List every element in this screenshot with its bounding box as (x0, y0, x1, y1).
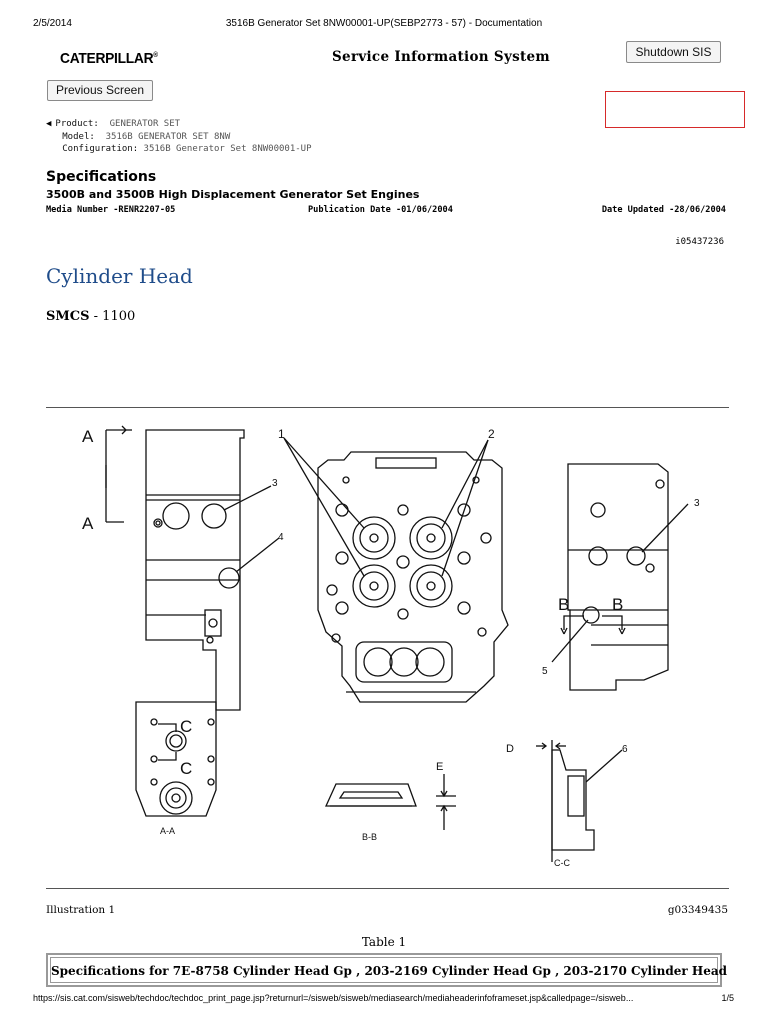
callout-4: 4 (278, 532, 284, 543)
illustration-caption: Illustration 1 (46, 904, 116, 916)
back-arrow-icon[interactable]: ◀ (46, 119, 52, 129)
callout-3b: 3 (694, 498, 700, 509)
label-d: D (506, 743, 514, 755)
callout-5: 5 (542, 666, 548, 677)
spec-table: Specifications for 7E-8758 Cylinder Head… (46, 953, 727, 987)
callout-2: 2 (488, 427, 495, 441)
system-title: Service Information System (332, 49, 551, 65)
label-section-cc: C-C (554, 858, 570, 868)
table-label: Table 1 (361, 935, 407, 949)
publication-date: Publication Date -01/06/2004 (308, 205, 453, 215)
label-e: E (436, 761, 443, 773)
page-title: Cylinder Head (46, 264, 193, 288)
print-header: 2/5/2014 3516B Generator Set 8NW00001-UP… (0, 18, 768, 32)
product-info: ◀Product: GENERATOR SET Model: 3516B GEN… (46, 118, 312, 156)
side-view-right (567, 463, 669, 691)
label-a-top: A (82, 427, 94, 446)
footer-url: https://sis.cat.com/sisweb/techdoc/techd… (33, 993, 634, 1003)
section-a-a (135, 701, 217, 817)
callout-1: 1 (278, 427, 285, 441)
cylinder-head-illustration: A A 1 2 3 4 3 B B 5 C C A-A E B-B D 6 C-… (82, 425, 700, 868)
spec-table-header: Specifications for 7E-8758 Cylinder Head… (50, 957, 727, 983)
footer-page-number: 1/5 (721, 993, 734, 1003)
previous-screen-button[interactable]: Previous Screen (47, 80, 153, 101)
smcs-code: SMCS - 1100 (46, 309, 136, 324)
label-b-left: B (558, 595, 569, 614)
print-title: 3516B Generator Set 8NW00001-UP(SEBP2773… (225, 18, 543, 29)
shutdown-sis-button[interactable]: Shutdown SIS (626, 41, 721, 63)
configuration-row: Configuration: 3516B Generator Set 8NW00… (62, 144, 312, 154)
date-updated: Date Updated -28/06/2004 (601, 205, 726, 215)
alert-box (605, 91, 745, 128)
specifications-heading: Specifications (46, 169, 157, 185)
label-section-bb: B-B (362, 832, 377, 842)
label-c-bottom: C (180, 759, 192, 778)
illustration-id: g03349435 (667, 904, 728, 916)
plan-view-center (317, 451, 509, 703)
model-row: Model: 3516B GENERATOR SET 8NW (62, 131, 231, 142)
divider-bottom (46, 888, 729, 889)
document-id: i05437236 (675, 237, 724, 247)
side-view-left (145, 429, 245, 711)
label-a-bottom: A (82, 514, 94, 533)
document-subheading: 3500B and 3500B High Displacement Genera… (46, 188, 420, 201)
caterpillar-logo: CATERPILLAR® (60, 50, 158, 67)
section-c-c (551, 749, 595, 851)
media-number: Media Number -RENR2207-05 (46, 205, 176, 215)
label-section-aa: A-A (160, 826, 175, 836)
product-row: ◀Product: GENERATOR SET (46, 119, 181, 129)
label-b-right: B (612, 595, 623, 614)
section-b-b (324, 783, 417, 807)
divider-top (46, 407, 729, 408)
callout-6: 6 (622, 744, 628, 755)
print-date: 2/5/2014 (33, 18, 72, 29)
label-c-top: C (180, 717, 192, 736)
callout-3: 3 (272, 478, 278, 489)
